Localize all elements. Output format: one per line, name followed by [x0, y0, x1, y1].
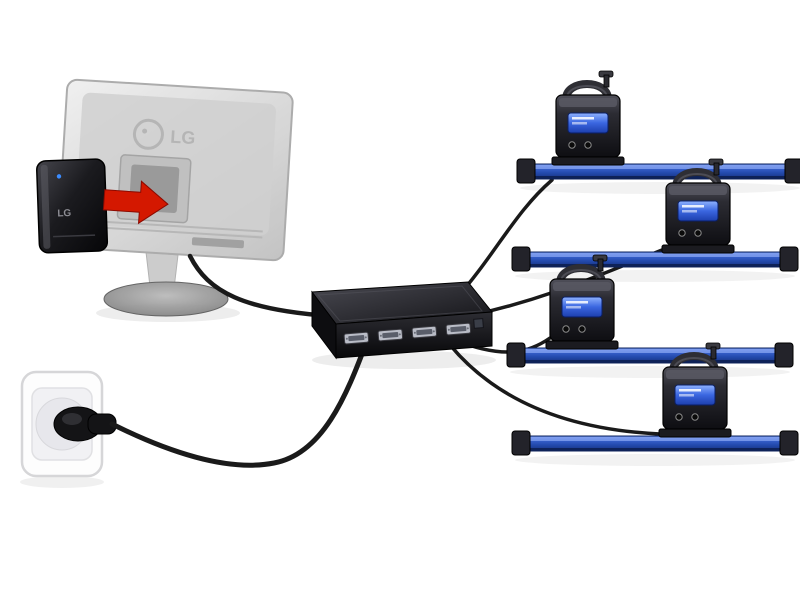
lg-logo-eye	[142, 128, 148, 134]
power-cable	[109, 335, 371, 468]
vga-port	[445, 322, 472, 336]
vga-port	[377, 328, 404, 342]
power-outlet	[20, 370, 117, 478]
media-player-box: LG	[36, 158, 109, 254]
rail-device-1	[516, 71, 800, 194]
media-box-logo-text: LG	[57, 208, 71, 219]
device-cable-4	[448, 343, 662, 436]
media-box-edge-highlight	[40, 164, 51, 249]
rail-bar	[511, 246, 799, 272]
lg-logo-icon	[132, 118, 164, 150]
power-led	[56, 174, 62, 179]
lg-logo-text: LG	[170, 127, 196, 148]
rail-shadow	[510, 366, 790, 378]
vga-port	[411, 325, 438, 339]
monitor-vent-line	[80, 225, 263, 239]
mount-direction-arrow-icon	[102, 180, 169, 225]
control-unit	[546, 255, 618, 349]
outlet-shadow	[20, 476, 104, 488]
rail-device-4	[511, 343, 799, 466]
control-unit	[552, 71, 624, 165]
vga-port	[343, 331, 370, 345]
usb-port	[473, 318, 484, 329]
media-box-seam	[53, 234, 96, 238]
rail-shadow	[520, 182, 800, 194]
monitor-cable	[187, 253, 333, 319]
plug-highlight	[62, 413, 82, 425]
hub-top-ridge	[316, 285, 483, 322]
monitor-vent-line	[80, 219, 263, 233]
hub-left-face	[311, 290, 337, 360]
distribution-hub	[311, 281, 493, 360]
monitor-port-strip	[191, 237, 245, 249]
rail-shadow	[515, 454, 795, 466]
monitor-stand-base	[103, 281, 229, 317]
device-cable-1	[453, 178, 554, 302]
